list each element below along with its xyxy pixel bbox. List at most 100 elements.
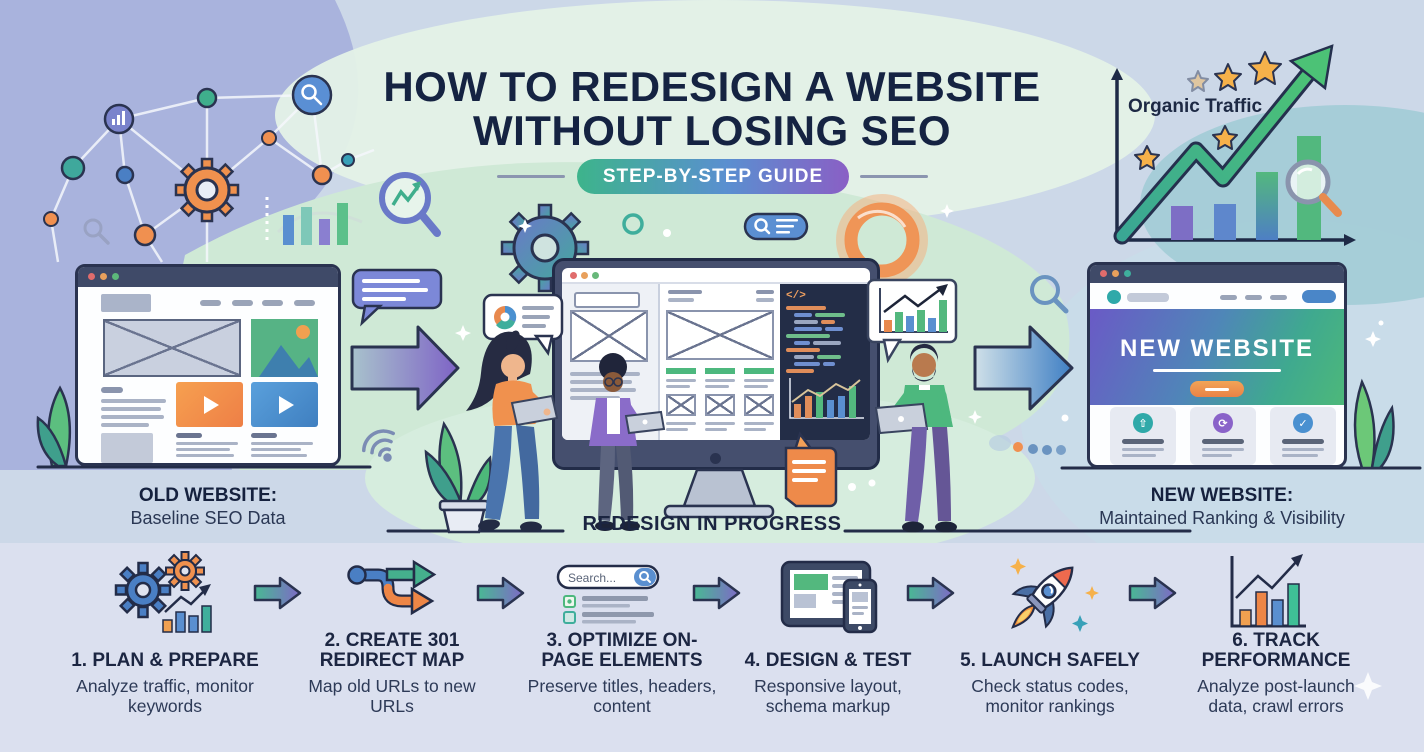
new-website-window: NEW WEBSITE ⇧ ⟳ ✓ bbox=[1087, 262, 1347, 468]
image-placeholder bbox=[666, 394, 696, 416]
window-dot-green bbox=[112, 273, 119, 280]
search-outline-icon bbox=[1030, 275, 1069, 314]
page-title-line1: HOW TO REDESIGN A WEBSITE bbox=[383, 63, 1041, 110]
redesign-caption: REDESIGN IN PROGRESS bbox=[582, 513, 842, 535]
video-tile-blue[interactable] bbox=[251, 382, 318, 427]
image-placeholder bbox=[744, 394, 774, 416]
step-6-desc: Analyze post-launch data, crawl errors bbox=[1197, 676, 1355, 717]
text-line bbox=[744, 428, 766, 431]
text-line bbox=[705, 422, 735, 425]
network-node bbox=[341, 153, 355, 167]
nav-link[interactable] bbox=[262, 300, 283, 306]
star-icon bbox=[1134, 51, 1282, 170]
nav-link[interactable] bbox=[294, 300, 315, 306]
column-header bbox=[744, 368, 774, 374]
step-5-title: 5. LAUNCH SAFELY bbox=[960, 650, 1140, 672]
hero-underline bbox=[1153, 369, 1281, 372]
monitor: </> bbox=[552, 258, 880, 470]
text-line bbox=[570, 372, 640, 376]
nav-link[interactable] bbox=[232, 300, 253, 306]
text-line bbox=[101, 423, 149, 427]
network-node bbox=[196, 87, 218, 109]
text-line bbox=[744, 379, 774, 382]
column-header bbox=[666, 368, 696, 374]
step-6-title: 6. TRACK PERFORMANCE bbox=[1201, 629, 1351, 672]
step-4: 4. DESIGN & TEST Responsive layout, sche… bbox=[728, 626, 928, 716]
text-line bbox=[570, 380, 632, 384]
trend-magnifier-icon bbox=[379, 172, 441, 237]
network-node bbox=[43, 211, 59, 227]
text-line bbox=[570, 396, 620, 400]
ring-decoration bbox=[622, 213, 644, 235]
text-line bbox=[1122, 448, 1164, 451]
text-line bbox=[1122, 454, 1156, 457]
image-placeholder bbox=[103, 319, 241, 377]
feature-card: ✓ bbox=[1270, 407, 1336, 465]
monitor-screen: </> bbox=[562, 268, 870, 440]
plant-left bbox=[36, 385, 72, 468]
wireframe-pane-middle bbox=[660, 284, 780, 440]
hero-banner: NEW WEBSITE bbox=[1090, 309, 1344, 405]
old-website-window bbox=[75, 264, 341, 466]
step-1: 1. PLAN & PREPARE Analyze traffic, monit… bbox=[55, 626, 275, 716]
nav-link[interactable] bbox=[200, 300, 221, 306]
video-tile-orange[interactable] bbox=[176, 382, 243, 427]
bar-chart-node-icon bbox=[103, 103, 135, 135]
window-dot-red bbox=[88, 273, 95, 280]
step-5-desc: Check status codes, monitor rankings bbox=[971, 676, 1129, 717]
badge-line-left bbox=[497, 175, 565, 178]
logo-placeholder bbox=[101, 294, 151, 312]
hero-cta-button[interactable] bbox=[1190, 381, 1244, 397]
cta-nav-button[interactable] bbox=[1302, 290, 1336, 303]
magnifier-faint-icon bbox=[83, 218, 110, 245]
network-node bbox=[261, 130, 277, 146]
card-heading bbox=[1122, 439, 1164, 444]
badge-label: STEP-BY-STEP GUIDE bbox=[602, 165, 824, 187]
step-1-desc: Analyze traffic, monitor keywords bbox=[76, 676, 254, 717]
window-dot-green bbox=[592, 272, 599, 279]
text-line bbox=[705, 385, 729, 388]
refresh-icon: ⟳ bbox=[1213, 413, 1233, 433]
section-heading bbox=[251, 433, 277, 438]
wireframe-pane-left bbox=[562, 284, 660, 440]
old-website-label: OLD WEBSITE: bbox=[138, 485, 278, 506]
window-dot-red bbox=[1100, 270, 1107, 277]
header-placeholder bbox=[574, 292, 640, 308]
step-1-title: 1. PLAN & PREPARE bbox=[71, 650, 259, 672]
text-line bbox=[251, 454, 307, 457]
photo-thumbnail bbox=[251, 319, 318, 377]
text-line bbox=[251, 448, 301, 451]
hero-title: NEW WEBSITE bbox=[1120, 335, 1314, 362]
badge-line-right bbox=[860, 175, 928, 178]
organic-traffic-chart bbox=[1111, 44, 1356, 246]
text-line bbox=[1282, 448, 1324, 451]
network-node bbox=[115, 165, 135, 185]
text-line bbox=[666, 379, 696, 382]
organic-traffic-label: Organic Traffic bbox=[1128, 96, 1263, 117]
step-2: 2. CREATE 301 REDIRECT MAP Map old URLs … bbox=[308, 626, 475, 716]
text-line bbox=[666, 422, 696, 425]
text-line bbox=[705, 379, 735, 382]
step-5: 5. LAUNCH SAFELY Check status codes, mon… bbox=[950, 626, 1150, 716]
feature-card: ⇧ bbox=[1110, 407, 1176, 465]
mini-bar-chart bbox=[276, 203, 363, 245]
text-line bbox=[101, 399, 166, 403]
text-line bbox=[1202, 454, 1232, 457]
text-line bbox=[176, 442, 238, 445]
dot-decoration bbox=[663, 229, 671, 237]
nav-link[interactable] bbox=[1245, 295, 1262, 300]
upload-icon: ⇧ bbox=[1133, 413, 1153, 433]
search-node-icon bbox=[291, 74, 333, 116]
step-3-title: 3. OPTIMIZE ON-PAGE ELEMENTS bbox=[541, 629, 703, 672]
text-line bbox=[744, 385, 768, 388]
nav-link[interactable] bbox=[1220, 295, 1237, 300]
step-2-desc: Map old URLs to new URLs bbox=[308, 676, 476, 717]
old-website-sublabel: Baseline SEO Data bbox=[130, 508, 286, 528]
nav-link[interactable] bbox=[1270, 295, 1287, 300]
window-dot-orange bbox=[100, 273, 107, 280]
window-dot-orange bbox=[581, 272, 588, 279]
network-node bbox=[311, 164, 333, 186]
page-title-line2: WITHOUT LOSING SEO bbox=[473, 107, 951, 154]
network-node bbox=[60, 155, 86, 181]
